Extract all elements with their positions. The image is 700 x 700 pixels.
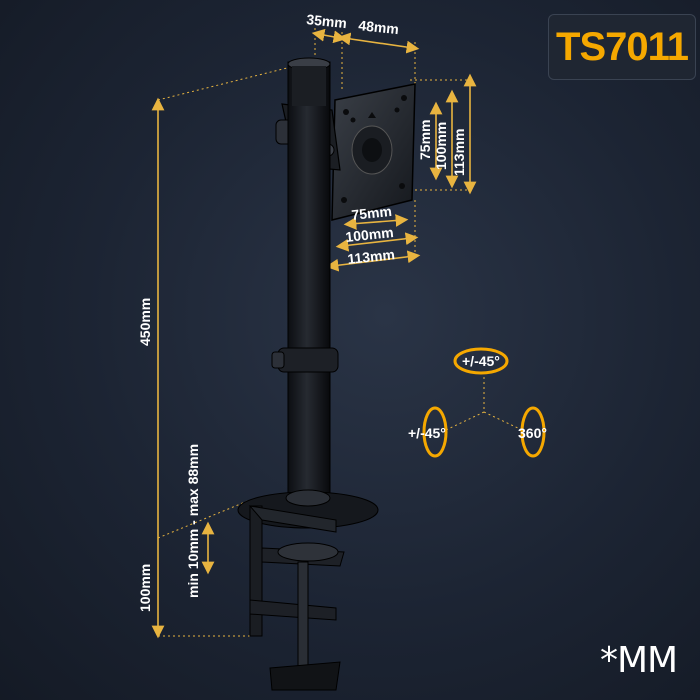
swivel-label: +/-45°: [408, 425, 446, 441]
clamp-height-label: 100mm: [137, 564, 153, 612]
model-name: TS7011: [556, 24, 689, 69]
vesa-v-113-label: 113mm: [451, 129, 467, 176]
offset-35-label: 35mm: [306, 11, 348, 31]
vesa-h-113-label: 113mm: [347, 246, 396, 267]
desk-clamp: [248, 505, 345, 691]
vesa-h-100-label: 100mm: [345, 224, 395, 245]
clamp-range-label: min 10mm - max 88mm: [185, 444, 201, 598]
rotate-360-icon: [520, 406, 546, 458]
rotation-diagram: [422, 347, 546, 458]
rotate-label: 360°: [518, 425, 547, 441]
tilt-label: +/-45°: [462, 353, 500, 369]
vesa-v-75-label: 75mm: [417, 120, 433, 160]
dimension-arrows: [151, 28, 477, 639]
unit-note: *MM: [600, 640, 678, 681]
vesa-h-75-label: 75mm: [351, 203, 393, 223]
swivel-rotation-icon: [422, 406, 448, 458]
vesa-plate: [331, 83, 416, 221]
pole-height-label: 450mm: [137, 298, 153, 346]
tilt-rotation-icon: [453, 347, 509, 375]
offset-48-label: 48mm: [358, 17, 400, 37]
pole: [271, 57, 339, 503]
vesa-v-100-label: 100mm: [433, 122, 449, 170]
model-badge: TS7011: [548, 14, 696, 80]
